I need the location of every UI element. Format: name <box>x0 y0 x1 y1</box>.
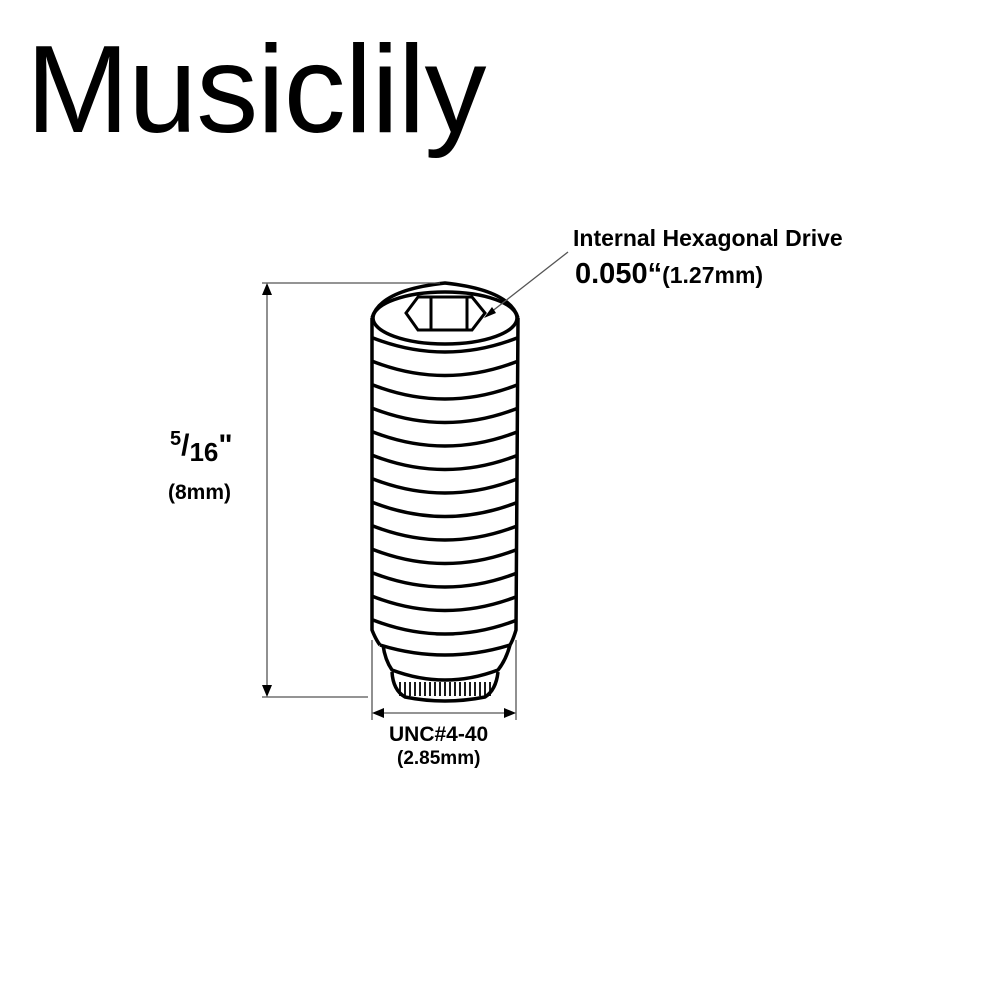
length-numerator: 5 <box>170 428 182 450</box>
thread-line <box>372 594 518 613</box>
thread-line <box>372 406 518 425</box>
length-slash: / <box>181 429 190 462</box>
set-screw <box>370 281 520 703</box>
thread-line <box>372 571 518 589</box>
thread-mm: (2.85mm) <box>397 748 481 769</box>
length-mm: (8mm) <box>168 481 232 504</box>
length-unit: " <box>218 429 233 462</box>
length-denominator: 16 <box>189 437 219 467</box>
thread-size: UNC#4-40 <box>389 723 489 746</box>
thread-line <box>372 477 518 495</box>
hex-socket-icon <box>404 295 487 332</box>
thread-line <box>372 500 518 519</box>
thread-line <box>372 453 518 472</box>
thread-line <box>372 524 518 542</box>
arrow-left-icon <box>372 708 384 718</box>
thread-line <box>372 430 518 448</box>
screw-top-face <box>371 290 519 346</box>
dimension-lines <box>262 251 569 720</box>
arrow-down-icon <box>262 685 272 697</box>
screw-top-rim <box>370 281 520 319</box>
length-inch: 5/16" <box>170 428 233 467</box>
leader-arrow-icon <box>484 307 496 318</box>
thread-line <box>372 336 518 354</box>
brand-logo: Musiclily <box>26 21 486 159</box>
thread-line <box>372 383 518 401</box>
drive-size: 0.050“(1.27mm) <box>575 258 763 291</box>
drive-title: Internal Hexagonal Drive <box>573 225 843 251</box>
arrow-up-icon <box>262 283 272 295</box>
drive-inch: 0.050“ <box>575 258 663 290</box>
thread-line <box>372 618 518 636</box>
thread-line <box>372 547 518 566</box>
thread-line <box>372 359 518 378</box>
drive-mm: (1.27mm) <box>662 262 764 288</box>
arrow-right-icon <box>504 708 516 718</box>
